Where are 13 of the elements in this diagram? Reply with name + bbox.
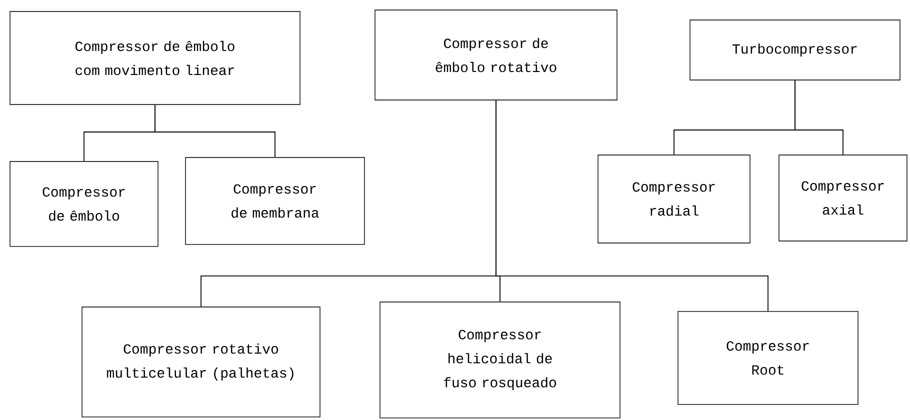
process-box: Compressor de êmbolo rotativo — [374, 10, 618, 100]
process-box: Turbocompressor — [690, 20, 900, 80]
process-box: Compressor de êmbolo — [10, 161, 158, 247]
connector-line — [154, 104, 276, 158]
connector-line — [794, 80, 844, 155]
process-box: Compressor rotativo multicelular (palhetas) — [82, 306, 320, 418]
process-box: Compressor helicoidal de fuso rosqueado — [380, 302, 620, 418]
process-box: Compressor de membrana — [185, 157, 365, 245]
process-box: Compressor radial — [598, 154, 750, 244]
process-box: Compressor Root — [678, 311, 858, 405]
process-box: Compressor de êmbolo com movimento linear — [10, 11, 300, 105]
connector-line — [496, 100, 768, 312]
process-box: Compressor axial — [778, 154, 908, 242]
